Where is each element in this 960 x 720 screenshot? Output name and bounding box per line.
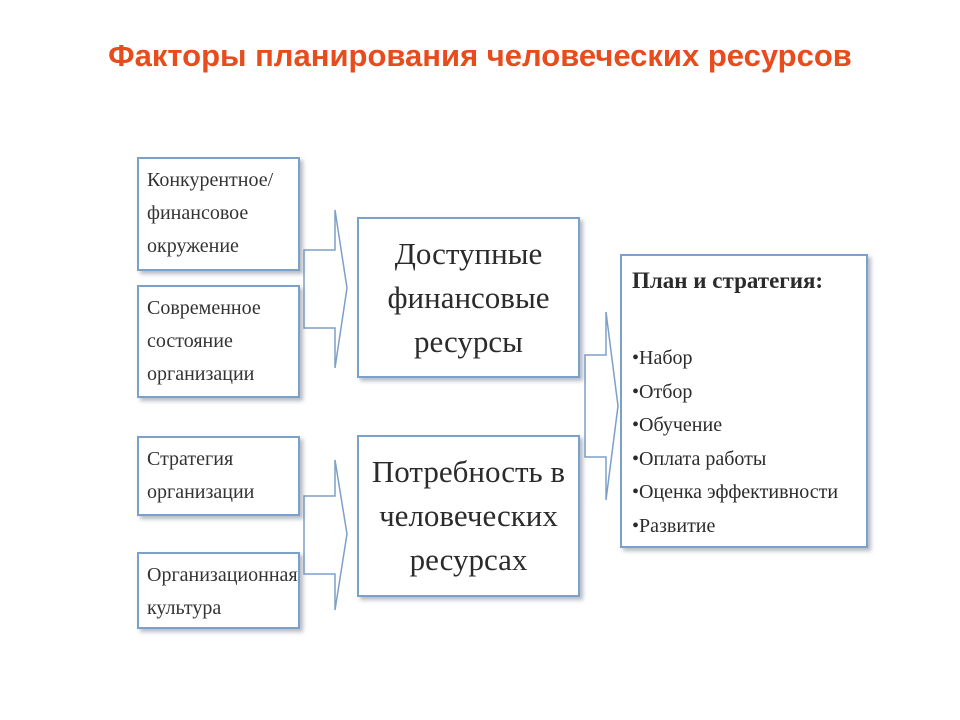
factor-line: окружение [147,235,239,257]
middle-line: ресурсы [414,323,523,359]
arrow-lower-left [303,459,348,611]
factor-line: организации [147,363,255,385]
factor-line: Организационная [147,564,298,586]
middle-line: Доступные [394,235,543,271]
middle-line: финансовые [387,279,550,315]
factor-box-current-state: Современное состояние организации [137,285,300,398]
plan-items-list: Набор Отбор Обучение Оплата работы Оценк… [632,342,856,543]
middle-line: человеческих [379,498,558,533]
factor-box-competitive-environment: Конкурентное/ финансовое окружение [137,157,300,271]
factor-line: Современное [147,297,261,319]
plan-item: Набор [632,342,856,376]
plan-item: Развитие [632,510,856,544]
factor-line: финансовое [147,202,249,224]
factor-line: Стратегия [147,448,234,470]
plan-heading: План и стратегия: [632,268,824,293]
middle-box-hr-need: Потребность в человеческих ресурсах [357,435,580,597]
factor-line: состояние [147,330,233,352]
plan-item: Оплата работы [632,443,856,477]
plan-item: Обучение [632,409,856,443]
arrow-right [584,311,619,501]
factor-line: организации [147,481,255,503]
arrow-upper-left [303,209,348,369]
middle-line: Потребность в [371,454,566,489]
factor-line: Конкурентное/ [147,169,274,191]
plan-item: Оценка эффективности [632,476,856,510]
factor-box-culture: Организационная культура [137,552,300,629]
factor-line: культура [147,597,222,619]
middle-box-financial-resources: Доступные финансовые ресурсы [357,217,580,378]
plan-item: Отбор [632,376,856,410]
plan-strategy-box: План и стратегия: Набор Отбор Обучение О… [620,254,868,548]
page-title: Факторы планирования человеческих ресурс… [108,38,852,73]
factor-box-strategy: Стратегия организации [137,436,300,516]
middle-line: ресурсах [409,542,528,577]
